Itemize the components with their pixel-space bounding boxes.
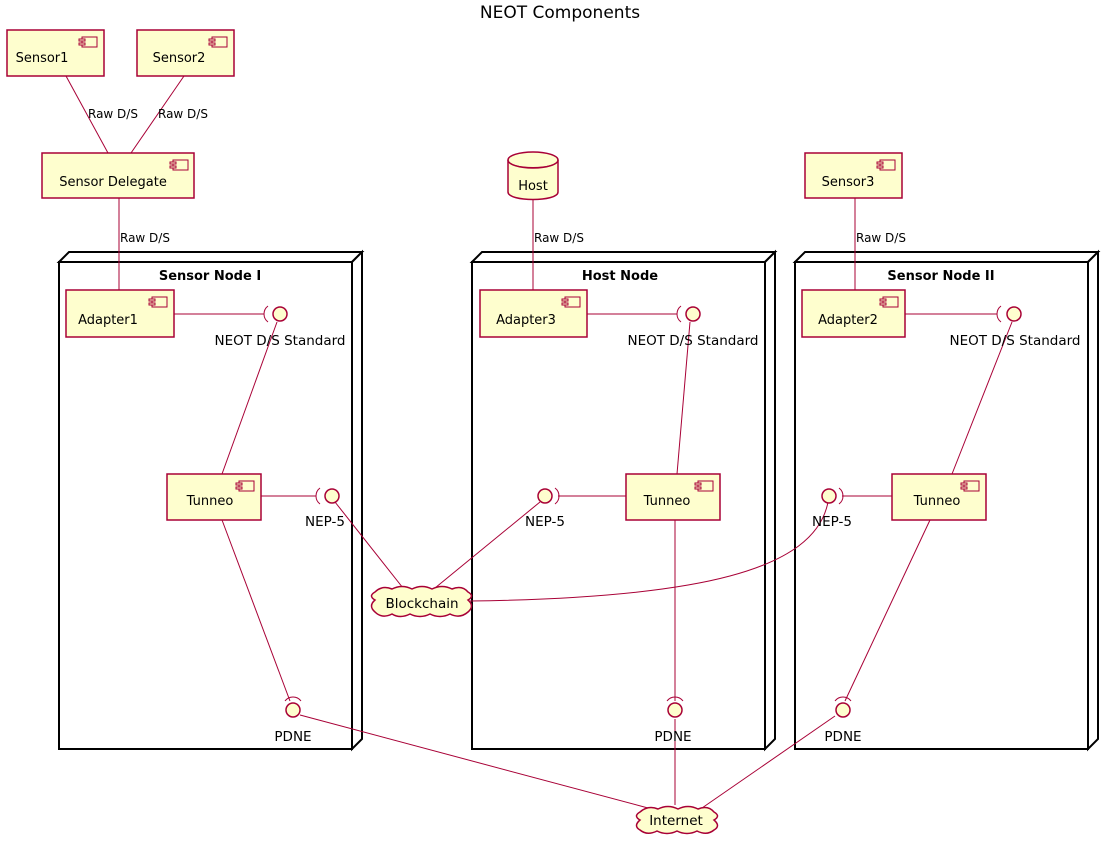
interface-label: PDNE [274,729,311,745]
edge-sensor1-delegate [65,75,109,154]
interface-nep5-host: NEP-5 [525,487,565,530]
component-adapter3: Adapter3 [479,289,588,338]
component-sensor3: Sensor3 [804,152,903,199]
component-sensor2: Sensor2 [136,29,235,77]
edge-label: Raw D/S [158,107,208,121]
component-label: Tunneo [643,494,691,509]
interface-label: NEP-5 [812,514,852,530]
edge-label: Raw D/S [88,107,138,121]
node-title: Sensor Node I [159,269,261,284]
component-tunneo-1: Tunneo [166,473,262,521]
interface-nep5-1: NEP-5 [305,487,345,530]
component-sensor1: Sensor1 [6,29,105,77]
component-label: Sensor3 [822,175,875,190]
cloud-label: Internet [649,813,703,829]
database-host: Host [507,151,559,201]
connections [65,75,1013,809]
interface-label: NEP-5 [525,514,565,530]
database-label: Host [518,179,548,194]
interface-pdne-host: PDNE [654,696,692,745]
node-title: Sensor Node II [887,269,994,284]
edge-sensor2-delegate [130,75,185,154]
interface-label: NEOT D/S Standard [627,333,758,349]
component-adapter2: Adapter2 [801,289,906,338]
interface-neot-ds-standard-host: NEOT D/S Standard [627,305,759,349]
cloud-blockchain: Blockchain [370,585,473,618]
interface-label: NEP-5 [305,514,345,530]
component-label: Sensor1 [16,51,69,66]
interface-label: NEOT D/S Standard [949,333,1080,349]
interface-nep5-2: NEP-5 [812,487,852,530]
interface-neot-ds-standard-2: NEOT D/S Standard [949,305,1081,349]
component-adapter1: Adapter1 [65,289,175,338]
diagram-title: NEOT Components [480,3,640,23]
component-label: Tunneo [913,494,961,509]
edge-label: Raw D/S [856,231,906,245]
interface-pdne-1: PDNE [274,696,312,745]
component-label: Adapter3 [496,313,556,328]
component-label: Tunneo [186,494,234,509]
edge-label: Raw D/S [534,231,584,245]
interface-label: NEOT D/S Standard [214,333,345,349]
component-label: Adapter2 [818,313,878,328]
interface-label: PDNE [654,729,691,745]
interface-neot-ds-standard-1: NEOT D/S Standard [214,305,346,349]
cloud-label: Blockchain [385,596,458,612]
interface-label: PDNE [824,729,861,745]
component-sensor-delegate: Sensor Delegate [41,152,195,199]
component-tunneo-host: Tunneo [625,473,721,521]
edge-label: Raw D/S [120,231,170,245]
cloud-internet: Internet [635,805,719,835]
component-label: Adapter1 [78,313,138,328]
interface-pdne-2: PDNE [824,696,862,745]
component-label: Sensor Delegate [59,175,167,190]
component-label: Sensor2 [153,51,206,66]
component-tunneo-2: Tunneo [891,473,987,521]
node-title: Host Node [582,269,658,284]
